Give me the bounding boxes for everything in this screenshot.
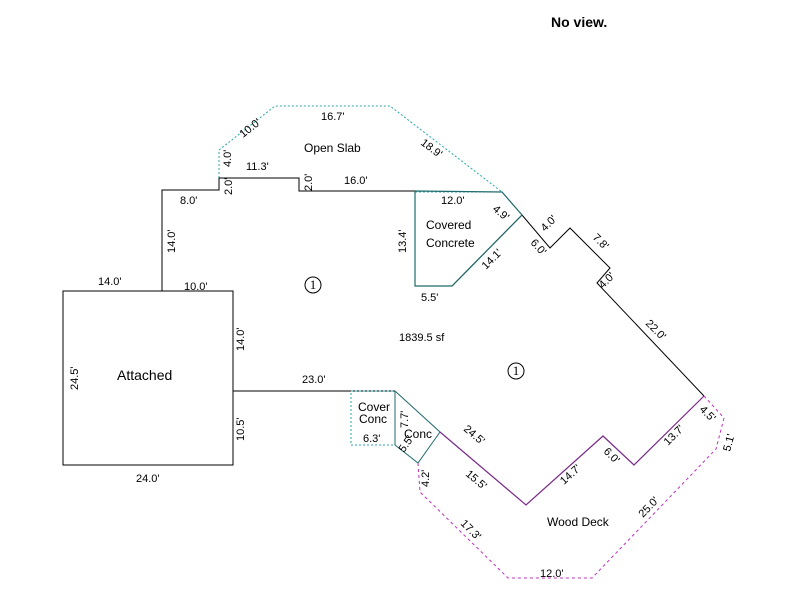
dim-deck-12-0: 12.0' [540, 568, 564, 580]
dim-deck-4-5: 4.5' [697, 404, 718, 425]
dim-slab-right-diag: 18.9' [418, 137, 444, 161]
dim-top-8-0: 8.0' [180, 195, 197, 207]
dim-house-14-0: 14.0' [235, 327, 247, 351]
dim-slab-top: 16.7' [321, 111, 345, 123]
conc-label: Conc [404, 427, 432, 441]
wood-deck-label: Wood Deck [547, 515, 610, 529]
dim-cc-7-7: 7.7' [399, 411, 411, 428]
marker-number-2: 1 [513, 363, 520, 378]
dim-right-4-0: 4.0' [597, 270, 618, 291]
dim-att-10-0: 10.0' [184, 281, 208, 293]
dim-deck-5-1: 5.1' [721, 433, 737, 453]
total-area-label: 1839.5 sf [399, 332, 445, 344]
dim-notch-7-8: 7.8' [590, 232, 611, 253]
wood-deck-inner-edge [439, 395, 705, 506]
marker-circle-2 [507, 362, 525, 380]
covered-concrete-label-line1: Covered [426, 218, 471, 232]
dim-deck-4-2: 4.2' [420, 470, 432, 487]
dim-cc-6-3: 6.3' [363, 433, 380, 445]
open-slab-label: Open Slab [304, 141, 361, 155]
covered-concrete-label-line2: Concrete [426, 236, 475, 250]
dim-deck-25-0: 25.0' [637, 495, 662, 520]
dim-deck-24-5: 24.5' [461, 423, 487, 447]
marker-number-1: 1 [310, 277, 317, 292]
view-status-text: No view. [551, 14, 608, 30]
attached-outline [62, 290, 234, 466]
dim-left-14-0: 14.0' [166, 229, 178, 253]
dim-att-14-0: 14.0' [98, 276, 122, 288]
dim-slab-left-vert: 4.0' [222, 150, 234, 167]
dim-step-2-0-left: 2.0' [223, 178, 235, 195]
cover-conc-outline [350, 390, 396, 446]
attached-label: Attached [117, 367, 172, 383]
dim-house-10-5: 10.5' [235, 417, 247, 441]
dim-notch-6-0: 6.0' [528, 237, 549, 258]
dim-cov-12-0: 12.0' [441, 195, 465, 207]
dim-deck-13-7: 13.7' [662, 423, 687, 448]
dim-deck-6-0: 6.0' [601, 446, 622, 467]
dim-cov-14-1: 14.1' [480, 247, 505, 272]
house-outline [161, 177, 705, 397]
dim-deck-14-7: 14.7' [558, 463, 584, 488]
dim-cov-4-9: 4.9' [490, 203, 511, 223]
dim-slab-left-diag: 10.0' [237, 116, 263, 140]
dim-deck-15-5: 15.5' [463, 468, 489, 492]
dim-top-16-0: 16.0' [344, 175, 368, 187]
dim-cov-5-5: 5.5' [421, 292, 438, 304]
wood-deck-outer-edge [417, 395, 725, 579]
covered-concrete-outline [414, 190, 523, 287]
cover-conc-label-line1: Cover [358, 400, 390, 414]
dim-deck-17-3: 17.3' [458, 518, 483, 543]
cover-conc-label-line2: Conc [359, 412, 387, 426]
dim-right-22-0: 22.0' [643, 318, 668, 343]
marker-circle-1 [304, 276, 322, 294]
dim-att-24-0: 24.0' [136, 473, 160, 485]
dim-step-11-3: 11.3' [246, 161, 269, 173]
dim-att-24-5: 24.5' [69, 366, 81, 390]
dim-step-2-0-right: 2.0' [303, 174, 315, 191]
dim-cov-13-4: 13.4' [397, 229, 409, 253]
dim-notch-4-0: 4.0' [539, 213, 560, 234]
open-slab-outline [218, 105, 503, 193]
dim-house-23-0: 23.0' [302, 374, 326, 386]
